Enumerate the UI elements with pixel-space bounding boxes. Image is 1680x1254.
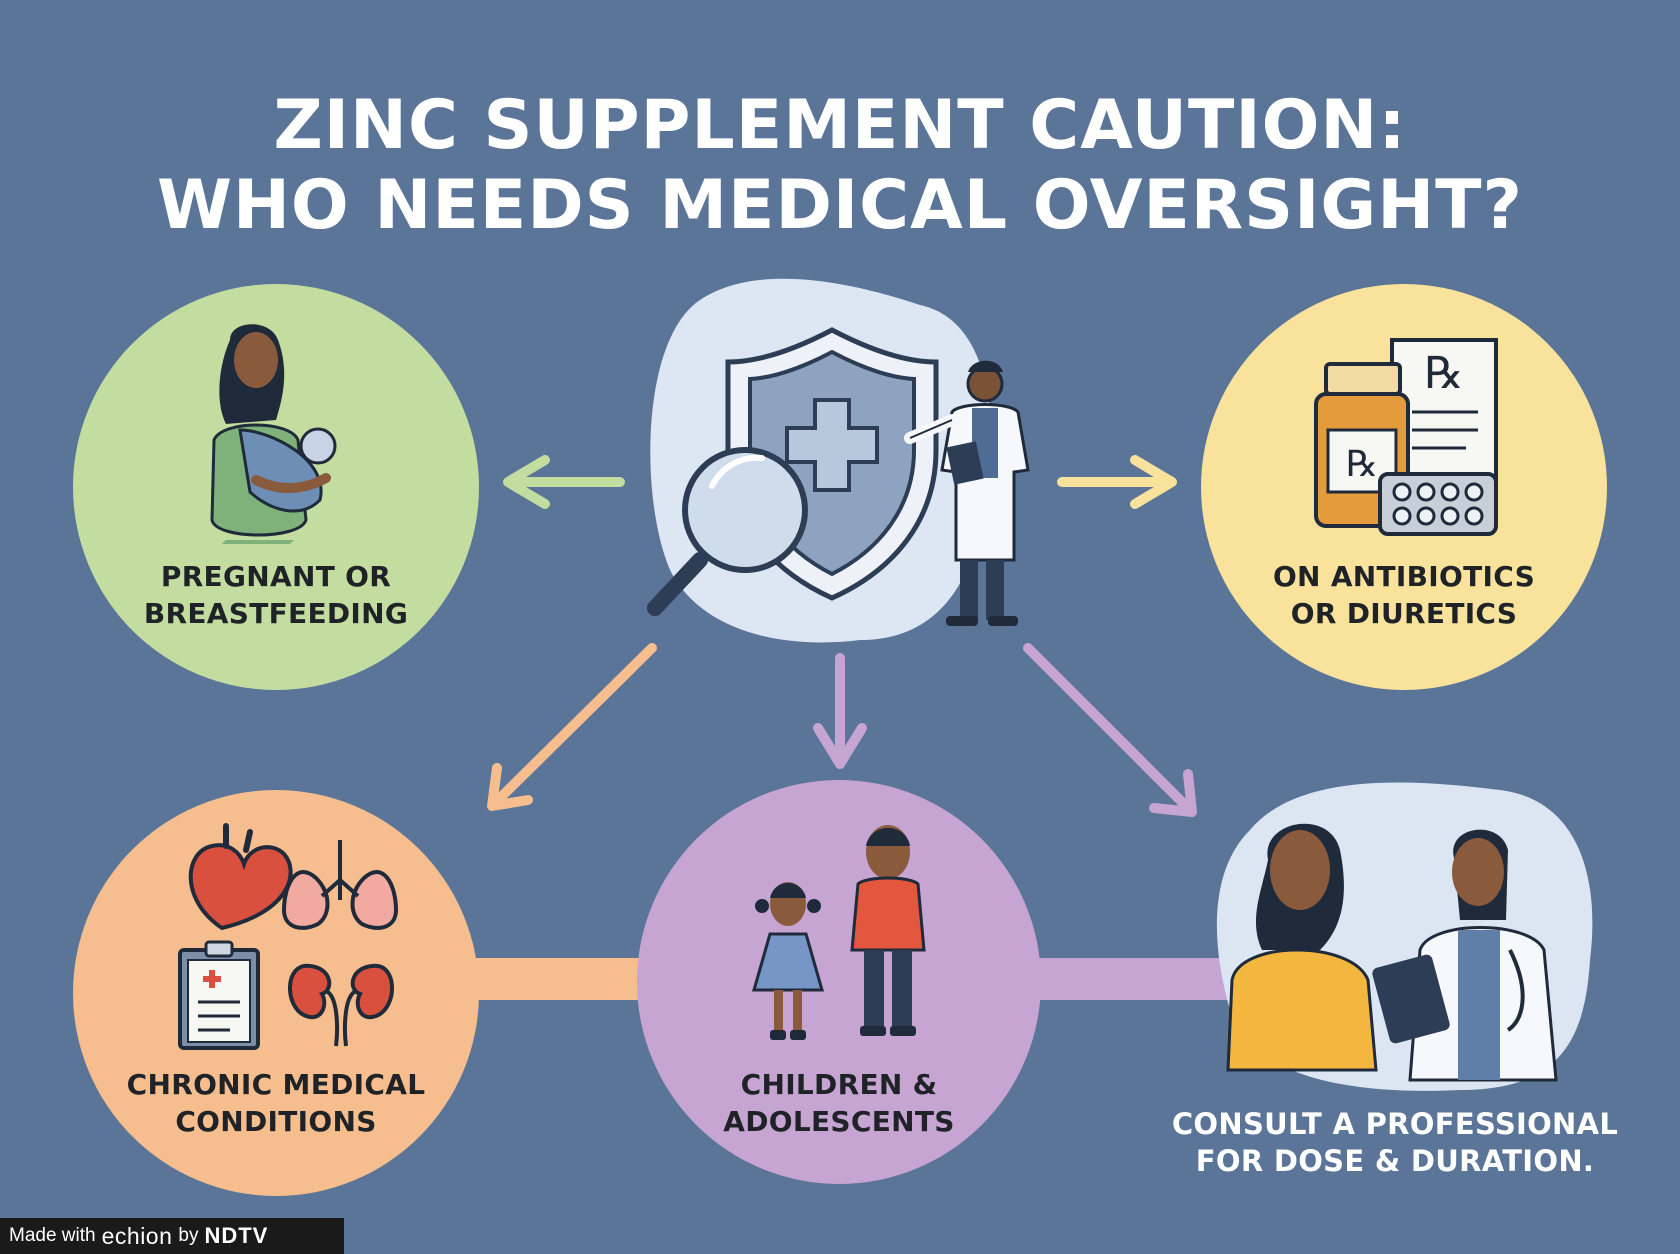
connector-bar-consult <box>1000 958 1260 1000</box>
title-line-2: WHO NEEDS MEDICAL OVERSIGHT? <box>157 166 1523 245</box>
consult-label-line-2: FOR DOSE & DURATION. <box>1195 1144 1595 1178</box>
antibiotics-label-line-2: OR DIURETICS <box>1290 597 1518 630</box>
by-text: by <box>178 1225 199 1246</box>
pregnant-label-line-2: BREASTFEEDING <box>143 597 409 630</box>
made-with-text: Made with <box>9 1225 96 1246</box>
prescription-rx-text: ℞ <box>1424 348 1463 399</box>
kidneys-icon <box>288 963 394 1047</box>
antibiotics-label-line-1: ON ANTIBIOTICS <box>1272 560 1536 593</box>
children-label-line-2: ADOLESCENTS <box>723 1105 955 1138</box>
doctor-with-tablet-icon <box>1372 829 1558 1082</box>
made-with-badge[interactable]: Made with echion by NDTV <box>0 1218 344 1254</box>
arrow-to-chronic <box>487 643 657 811</box>
antibiotics-label: ON ANTIBIOTICS OR DIURETICS <box>1254 558 1554 632</box>
children-label-line-1: CHILDREN & <box>740 1068 938 1101</box>
doctor-icon <box>904 360 1030 626</box>
blister-pack-icon <box>1378 472 1498 536</box>
bottle-rx-text: ℞ <box>1346 444 1378 485</box>
chronic-label-line-1: CHRONIC MEDICAL <box>126 1068 426 1101</box>
girl-icon <box>752 882 824 1040</box>
consult-label: CONSULT A PROFESSIONAL FOR DOSE & DURATI… <box>1150 1106 1640 1180</box>
title-line-1: ZINC SUPPLEMENT CAUTION: <box>273 86 1407 165</box>
arrow-to-pregnant <box>503 455 625 509</box>
children-label: CHILDREN & ADOLESCENTS <box>694 1066 984 1140</box>
chronic-label-line-2: CONDITIONS <box>175 1105 377 1138</box>
medical-cross-icon <box>785 398 879 492</box>
clipboard-icon <box>178 940 260 1050</box>
lungs-icon <box>281 840 399 930</box>
boy-icon <box>850 825 926 1036</box>
mother-with-baby-icon <box>210 324 337 544</box>
consult-label-line-1: CONSULT A PROFESSIONAL <box>1171 1107 1619 1141</box>
patient-icon <box>1226 823 1378 1072</box>
echion-logo-text: echion <box>101 1222 173 1249</box>
chronic-label: CHRONIC MEDICAL CONDITIONS <box>106 1066 446 1140</box>
children-circle <box>637 780 1041 1184</box>
arrow-to-antibiotics <box>1057 455 1177 509</box>
arrow-to-children <box>813 653 867 769</box>
magnifier-icon <box>647 447 808 616</box>
arrow-to-consult <box>1023 643 1197 817</box>
ndtv-logo-text: NDTV <box>204 1223 269 1248</box>
pregnant-label: PREGNANT OR BREASTFEEDING <box>126 558 426 632</box>
pregnant-label-line-1: PREGNANT OR <box>160 560 392 593</box>
